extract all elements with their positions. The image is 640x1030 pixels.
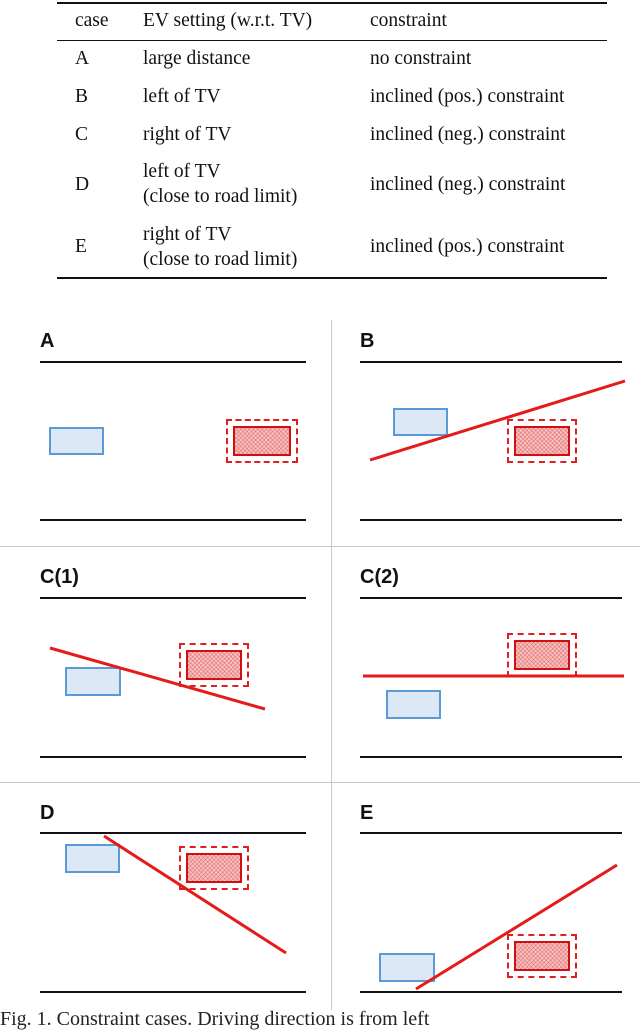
- target-vehicle-safety-zone: [179, 846, 249, 890]
- figure-caption: Fig. 1. Constraint cases. Driving direct…: [0, 1008, 430, 1030]
- panel-label: C(1): [40, 566, 79, 588]
- ego-vehicle: [65, 844, 120, 873]
- road-limit-top: [360, 361, 622, 363]
- road-limit-top: [360, 597, 622, 599]
- target-vehicle: [514, 941, 570, 971]
- row-d-setting-line1: left of TV: [143, 161, 221, 182]
- ego-vehicle: [65, 667, 121, 696]
- road-limit-bottom: [360, 519, 622, 521]
- table-header-rule: [57, 40, 607, 41]
- row-b-constraint: inclined (pos.) constraint: [370, 86, 565, 107]
- road-limit-bottom: [40, 519, 306, 521]
- constraint-line-b: [369, 379, 626, 462]
- row-c-case: C: [75, 124, 89, 145]
- target-vehicle: [186, 650, 242, 680]
- constraint-line-c1: [49, 646, 266, 711]
- target-vehicle-safety-zone: [507, 419, 577, 463]
- row-d-constraint: inclined (neg.) constraint: [370, 174, 566, 195]
- constraint-line-e: [415, 863, 618, 991]
- panel-label: A: [40, 330, 55, 352]
- target-vehicle: [233, 426, 291, 456]
- row-e-setting-line1: right of TV: [143, 224, 232, 245]
- header-ev-setting: EV setting (w.r.t. TV): [143, 10, 313, 31]
- target-vehicle-safety-zone: [226, 419, 298, 463]
- panel-label: D: [40, 802, 55, 824]
- road-limit-top: [40, 832, 306, 834]
- row-a-case: A: [75, 48, 90, 69]
- row-c-constraint: inclined (neg.) constraint: [370, 124, 566, 145]
- target-vehicle: [514, 426, 570, 456]
- row-e-case: E: [75, 236, 87, 257]
- row-b-setting: left of TV: [143, 86, 221, 107]
- road-limit-bottom: [360, 991, 622, 993]
- panel-divider-vertical: [331, 320, 332, 1010]
- target-vehicle: [186, 853, 242, 883]
- row-d-setting-line2: (close to road limit): [143, 186, 298, 207]
- ego-vehicle: [393, 408, 448, 436]
- cases-table: case EV setting (w.r.t. TV) constraint A…: [57, 0, 607, 280]
- row-d-case: D: [75, 174, 90, 195]
- target-vehicle: [514, 640, 570, 670]
- table-bottom-rule: [57, 277, 607, 279]
- header-case: case: [75, 10, 109, 31]
- constraint-line-d: [103, 834, 287, 955]
- panel-divider-horizontal-1: [0, 546, 640, 547]
- row-b-case: B: [75, 86, 89, 107]
- ego-vehicle: [386, 690, 441, 719]
- road-limit-bottom: [40, 991, 306, 993]
- panel-divider-horizontal-2: [0, 782, 640, 783]
- road-limit-top: [360, 832, 622, 834]
- header-constraint: constraint: [370, 10, 447, 31]
- panel-label: C(2): [360, 566, 399, 588]
- road-limit-bottom: [360, 756, 622, 758]
- ego-vehicle: [379, 953, 435, 982]
- road-limit-top: [40, 597, 306, 599]
- table-top-rule: [57, 2, 607, 4]
- panel-label: B: [360, 330, 375, 352]
- ego-vehicle: [49, 427, 104, 455]
- road-limit-top: [40, 361, 306, 363]
- row-e-constraint: inclined (pos.) constraint: [370, 236, 565, 257]
- target-vehicle-safety-zone: [179, 643, 249, 687]
- panel-label: E: [360, 802, 374, 824]
- row-a-setting: large distance: [143, 48, 251, 69]
- road-limit-bottom: [40, 756, 306, 758]
- row-a-constraint: no constraint: [370, 48, 472, 69]
- target-vehicle-safety-zone: [507, 934, 577, 978]
- row-c-setting: right of TV: [143, 124, 232, 145]
- row-e-setting-line2: (close to road limit): [143, 249, 298, 270]
